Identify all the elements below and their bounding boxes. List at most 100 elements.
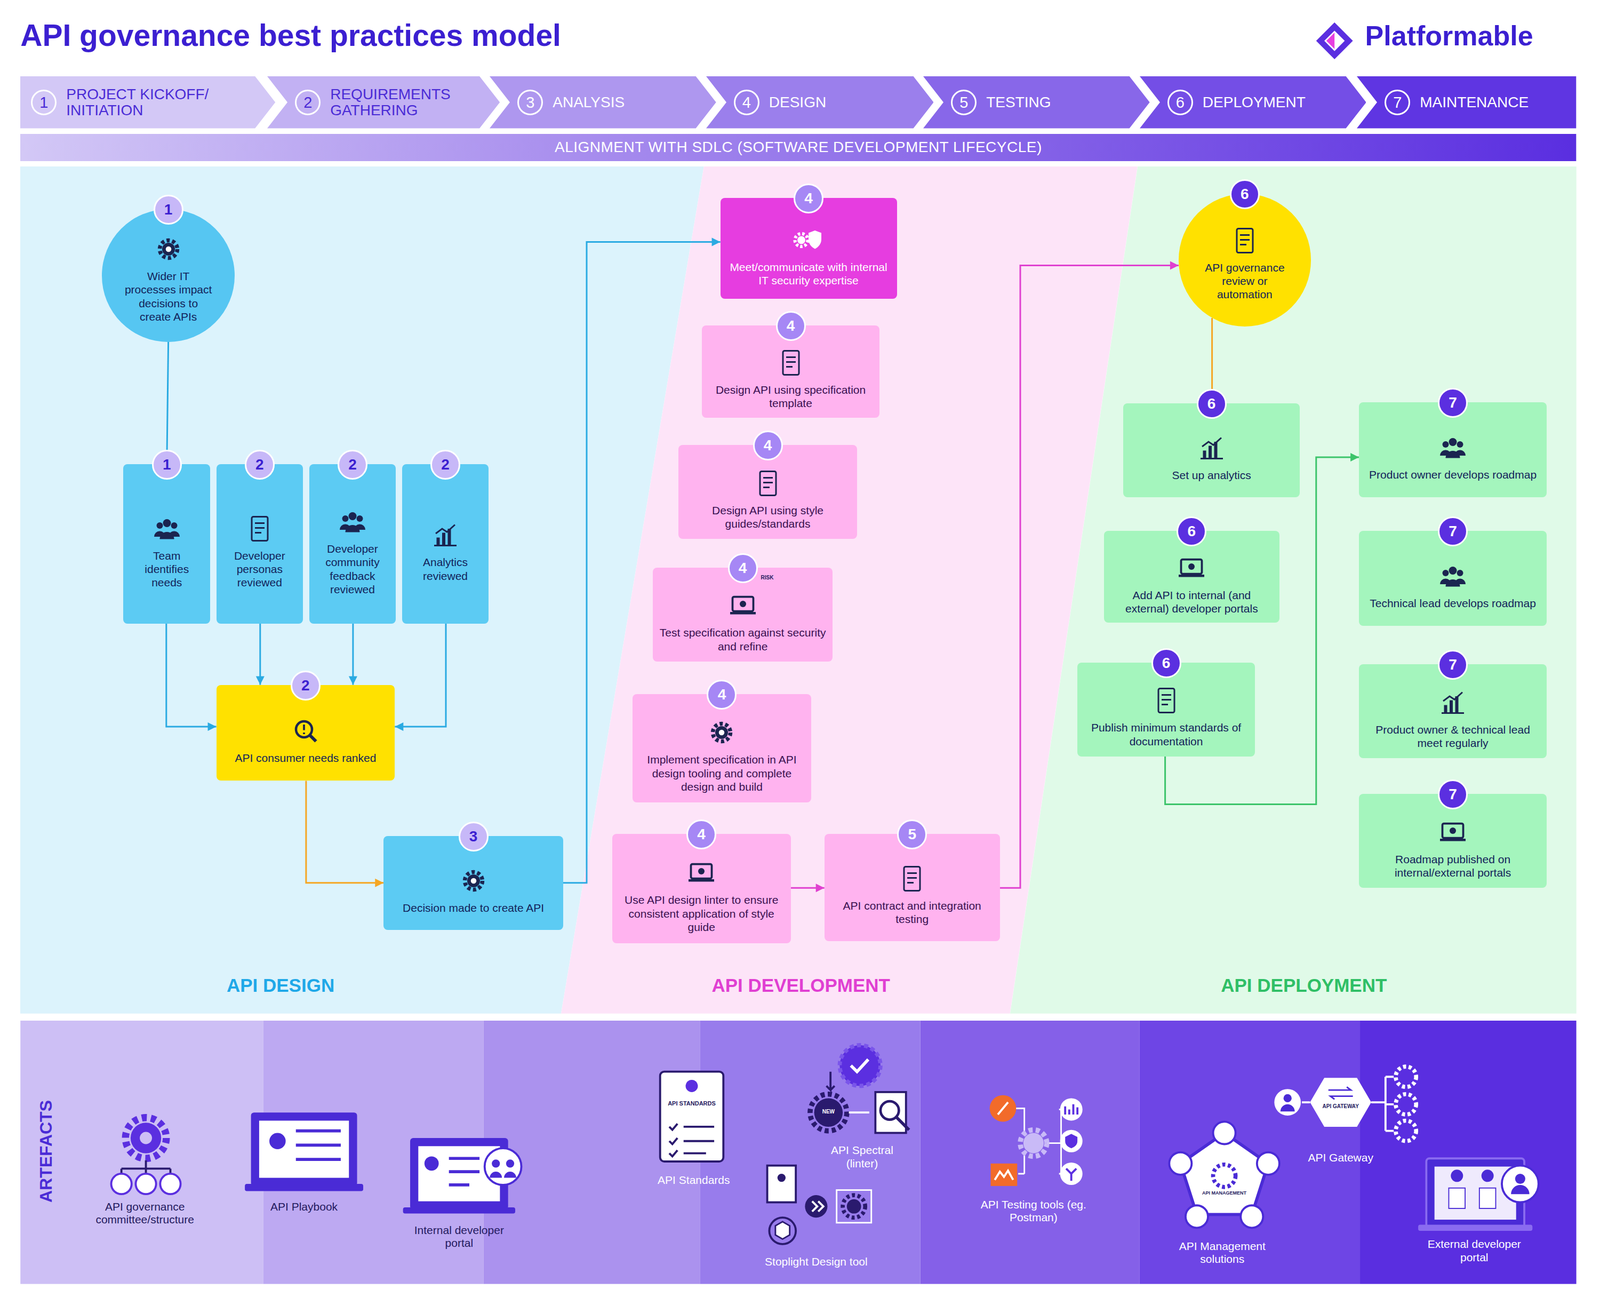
process-box: 2Developer community feedback reviewed xyxy=(309,464,397,623)
node-text: Add API to internal (and external) devel… xyxy=(1110,588,1274,615)
brand-name: Platformable xyxy=(1365,20,1534,53)
stoplight-icon xyxy=(767,1165,872,1244)
step-title: REQUIREMENTS GATHERING xyxy=(330,86,500,119)
process-box: 7Technical lead develops roadmap xyxy=(1358,530,1547,626)
node-text: Wider IT processes impact decisions to c… xyxy=(123,269,214,324)
process-box: 6Add API to internal (and external) deve… xyxy=(1104,530,1280,623)
node-icon xyxy=(1436,431,1469,464)
step-badge: 4 xyxy=(776,310,806,341)
connector xyxy=(1000,260,1179,888)
step-number: 6 xyxy=(1167,89,1194,116)
panel-fill xyxy=(1010,166,1577,1014)
step-title: DEPLOYMENT xyxy=(1202,94,1306,111)
process-box: 2API consumer needs ranked xyxy=(216,684,396,781)
step-title: TESTING xyxy=(986,94,1051,111)
connector-line xyxy=(166,341,169,465)
node-icon xyxy=(1436,686,1469,719)
node-text: Product owner develops roadmap xyxy=(1369,467,1537,482)
connector-line xyxy=(259,623,261,685)
step-badge: 7 xyxy=(1437,779,1468,810)
node-icon xyxy=(336,505,369,538)
step-badge: 6 xyxy=(1151,648,1182,678)
node-text: Developer personas reviewed xyxy=(222,548,298,590)
chevron-fill xyxy=(706,76,934,129)
process-box: 2Developer personas reviewed xyxy=(216,464,304,623)
sdlc-band: ALIGNMENT WITH SDLC (SOFTWARE DEVELOPMEN… xyxy=(20,133,1576,162)
phase-chevron: 7MAINTENANCE xyxy=(1356,76,1576,129)
playbook-icon xyxy=(244,1112,364,1191)
process-box: 2Analytics reviewed xyxy=(402,464,490,623)
node-icon xyxy=(243,512,276,545)
chevron-fill xyxy=(20,76,276,129)
band-text: ALIGNMENT WITH SDLC (SOFTWARE DEVELOPMEN… xyxy=(554,138,1043,156)
arrowhead xyxy=(256,676,265,685)
connector xyxy=(162,341,172,465)
process-circle: 1Wider IT processes impact decisions to … xyxy=(101,209,235,342)
node-icon xyxy=(705,716,738,749)
process-box: 4Use API design linter to ensure consist… xyxy=(612,833,791,943)
artefact-label: API Standards xyxy=(652,1173,735,1187)
diagram-title: API governance best practices model xyxy=(20,18,562,54)
connector-line xyxy=(790,886,825,889)
node-text: API governance review or automation xyxy=(1200,260,1291,302)
connector-line xyxy=(1211,317,1213,404)
node-text: Set up analytics xyxy=(1172,468,1252,482)
node-text: API contract and integration testing xyxy=(830,898,994,926)
connector-line xyxy=(306,780,384,883)
connector xyxy=(306,780,384,887)
step-badge: 1 xyxy=(153,194,184,225)
chevron-fill xyxy=(267,76,500,129)
node-text: Design API using specification template xyxy=(708,382,874,410)
node-text: Meet/communicate with internal IT securi… xyxy=(726,260,891,287)
arrowhead xyxy=(348,676,358,685)
step-badge: 4 xyxy=(728,553,758,583)
process-box: 4Test specification against security and… xyxy=(652,567,833,662)
connector xyxy=(166,623,217,731)
arrowhead xyxy=(1350,452,1359,462)
step-badge: 6 xyxy=(1176,516,1207,547)
chevron-fill xyxy=(1356,76,1576,129)
process-box: 4Meet/communicate with internal IT secur… xyxy=(720,197,898,299)
node-text: Publish minimum standards of documentati… xyxy=(1083,720,1249,748)
node-text: Roadmap published on internal/external p… xyxy=(1365,852,1541,879)
node-text: Technical lead develops roadmap xyxy=(1369,596,1536,610)
node-text: Implement specification in API design to… xyxy=(638,752,805,794)
arrowhead xyxy=(816,883,825,892)
node-icon xyxy=(685,856,718,889)
phase-chevron: 6 DEPLOYMENT xyxy=(1139,76,1367,129)
artefact-label: API Management solutions xyxy=(1161,1239,1284,1266)
phase-chevron: 5TESTING xyxy=(923,76,1150,129)
artefact-label: API Testing tools (eg. Postman) xyxy=(972,1197,1095,1224)
chevron-fill xyxy=(1139,76,1367,129)
chevron-shape xyxy=(20,76,276,129)
connector-line xyxy=(563,241,721,883)
testing-tools-icon xyxy=(989,1094,1083,1186)
governance-icon xyxy=(111,1117,181,1194)
node-icon xyxy=(289,714,322,747)
step-badge: 4 xyxy=(706,679,737,710)
node-icon xyxy=(152,233,185,266)
internal-portal-icon xyxy=(403,1137,522,1214)
standards-icon xyxy=(660,1071,724,1162)
artefact-label: API GATEWAY xyxy=(1319,1102,1363,1110)
connector xyxy=(1208,317,1217,404)
arrowhead xyxy=(374,878,384,887)
arrowhead xyxy=(162,455,172,464)
node-icon xyxy=(774,346,807,379)
spectral-icon xyxy=(810,1044,910,1133)
process-box: 5API contract and integration testing xyxy=(824,833,1000,941)
artefact-label: NEW xyxy=(813,1108,844,1115)
artefact-label: API MANAGEMENT xyxy=(1198,1189,1251,1196)
step-number: 4 xyxy=(733,89,760,116)
process-box: 7Roadmap published on internal/external … xyxy=(1358,793,1547,888)
artefact-label: API Gateway xyxy=(1289,1150,1392,1164)
arrowhead xyxy=(1208,394,1217,404)
chevron-fill xyxy=(489,76,717,129)
panel-heading: API DEVELOPMENT xyxy=(648,974,955,996)
step-badge: 1 xyxy=(152,449,182,480)
arrowhead xyxy=(208,722,217,731)
process-circle: 6API governance review or automation xyxy=(1178,193,1312,327)
chevron-fill xyxy=(923,76,1150,129)
node-icon xyxy=(150,512,183,545)
